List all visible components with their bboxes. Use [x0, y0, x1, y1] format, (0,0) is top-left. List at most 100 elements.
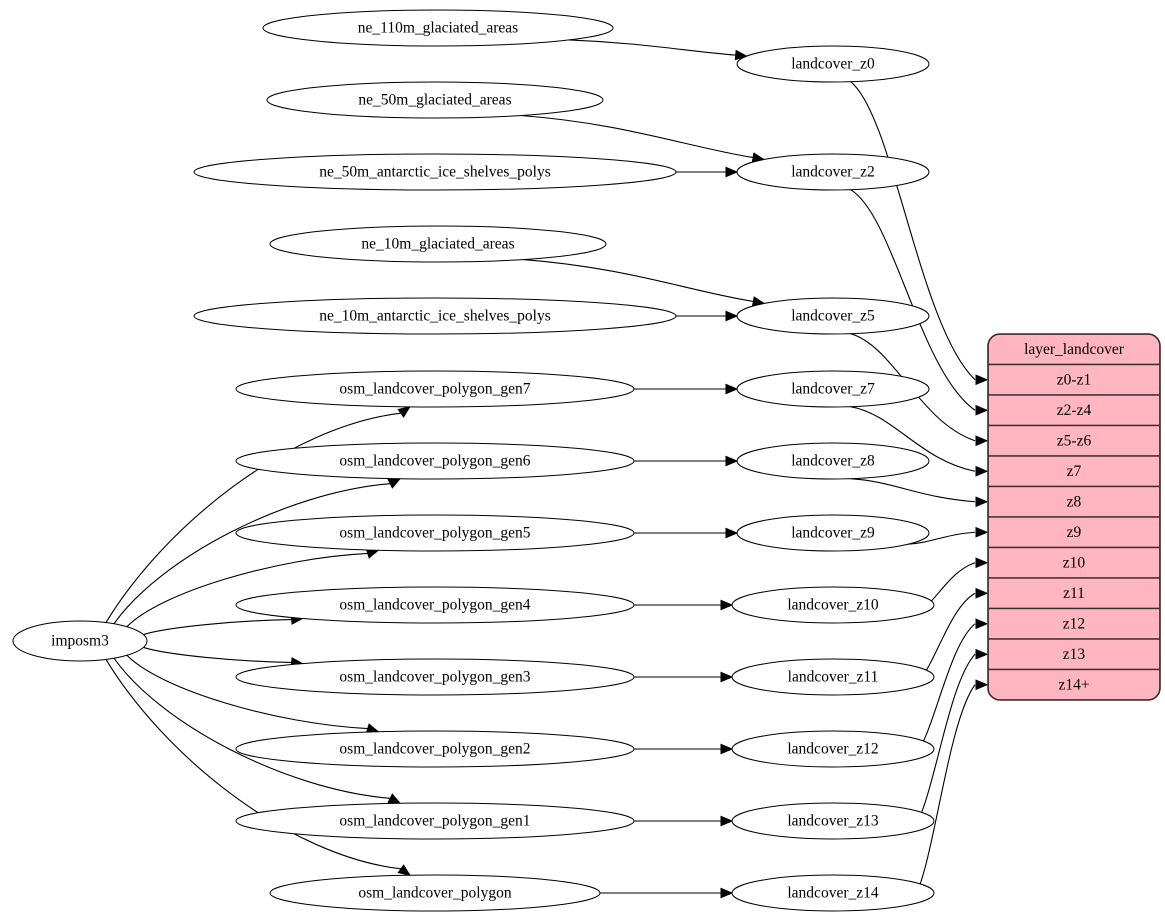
node-landcover-z0-shape	[736, 45, 930, 83]
edge-arrowhead	[720, 671, 734, 683]
table-row-z12[interactable]	[988, 607, 1160, 640]
edge-arrowhead	[975, 618, 989, 630]
node-ne-110m-glaciated-areas-label: ne_110m_glaciated_areas	[358, 20, 518, 37]
node-landcover-z2-label: landcover_z2	[791, 164, 875, 181]
table-row-label-z14+: z14+	[1058, 676, 1089, 693]
node-ne-50m-antarctic-ice-shelves-polys-shape	[193, 153, 677, 191]
table-row-z0-z1[interactable]	[988, 363, 1160, 396]
table-row-label-z11: z11	[1063, 585, 1085, 602]
edge-landcover-z2-to-z2-z4	[850, 189, 976, 411]
node-osm-landcover-polygon-gen6[interactable]: osm_landcover_polygon_gen6	[235, 442, 635, 480]
table-row-label-z8: z8	[1067, 493, 1082, 510]
edge-ne-50m-glaciated-areas-to-landcover-z2	[520, 114, 754, 159]
edge-landcover-z8-to-z8	[850, 478, 976, 503]
table-row-z2-z4[interactable]	[988, 394, 1160, 427]
table-row-label-z9: z9	[1067, 524, 1082, 541]
node-ne-110m-glaciated-areas[interactable]: ne_110m_glaciated_areas	[262, 9, 614, 47]
node-ne-10m-glaciated-areas-label: ne_10m_glaciated_areas	[361, 236, 514, 253]
node-landcover-z9[interactable]: landcover_z9	[736, 514, 930, 552]
node-landcover-z12-shape	[731, 730, 935, 768]
edge-imposm3-to-osm-landcover-polygon	[105, 659, 402, 870]
table-row-z8[interactable]	[988, 485, 1160, 518]
node-landcover-z7-label: landcover_z7	[791, 381, 875, 398]
node-osm-landcover-polygon-gen1[interactable]: osm_landcover_polygon_gen1	[235, 802, 635, 840]
node-osm-landcover-polygon-gen7[interactable]: osm_landcover_polygon_gen7	[235, 370, 635, 408]
table-rows-group: z0-z1z2-z4z5-z6z7z8z9z10z11z12z13z14+lay…	[988, 334, 1160, 700]
node-landcover-z5[interactable]: landcover_z5	[736, 297, 930, 335]
node-osm-landcover-polygon-gen6-label: osm_landcover_polygon_gen6	[339, 453, 530, 470]
node-landcover-z5-shape	[736, 297, 930, 335]
node-landcover-z11[interactable]: landcover_z11	[731, 658, 935, 696]
nodes-layer: imposm3 ne_110m_glaciated_areas ne_50m_gla…	[12, 9, 935, 912]
node-landcover-z11-shape	[731, 658, 935, 696]
node-osm-landcover-polygon[interactable]: osm_landcover_polygon	[269, 874, 601, 912]
edge-landcover-z7-to-z7	[850, 406, 976, 472]
edge-landcover-z0-to-z0-z1	[850, 81, 976, 381]
node-ne-50m-glaciated-areas[interactable]: ne_50m_glaciated_areas	[266, 81, 604, 119]
edge-arrowhead	[720, 887, 734, 899]
edge-ne-10m-glaciated-areas-to-landcover-z5	[523, 258, 754, 303]
node-landcover-z8-shape	[736, 442, 930, 480]
node-osm-landcover-polygon-gen2[interactable]: osm_landcover_polygon_gen2	[235, 730, 635, 768]
edge-arrowhead	[720, 599, 734, 611]
edge-arrowhead	[387, 793, 402, 804]
node-osm-landcover-polygon-gen3-label: osm_landcover_polygon_gen3	[339, 669, 530, 686]
edge-arrowhead	[975, 648, 989, 660]
edge-arrowhead	[397, 406, 411, 418]
edge-imposm3-to-osm-landcover-polygon-gen1	[113, 657, 391, 799]
table-header-label: layer_landcover	[1024, 341, 1125, 358]
table-outline	[987, 333, 1161, 701]
node-landcover-z2[interactable]: landcover_z2	[736, 153, 930, 191]
node-landcover-z14[interactable]: landcover_z14	[731, 874, 935, 912]
node-osm-landcover-polygon-gen1-shape	[235, 802, 635, 840]
node-ne-50m-antarctic-ice-shelves-polys[interactable]: ne_50m_antarctic_ice_shelves_polys	[193, 153, 677, 191]
edge-arrowhead	[975, 587, 989, 599]
node-ne-50m-antarctic-ice-shelves-polys-label: ne_50m_antarctic_ice_shelves_polys	[319, 164, 551, 181]
node-osm-landcover-polygon-gen1-label: osm_landcover_polygon_gen1	[339, 813, 530, 830]
edge-arrowhead	[975, 526, 989, 538]
table-row-z14+[interactable]	[988, 668, 1160, 701]
node-landcover-z13[interactable]: landcover_z13	[731, 802, 935, 840]
node-ne-10m-glaciated-areas[interactable]: ne_10m_glaciated_areas	[269, 225, 607, 263]
node-osm-landcover-polygon-gen5[interactable]: osm_landcover_polygon_gen5	[235, 514, 635, 552]
node-landcover-z13-label: landcover_z13	[787, 813, 878, 830]
edge-arrowhead	[720, 815, 734, 827]
node-landcover-z10[interactable]: landcover_z10	[731, 586, 935, 624]
node-ne-50m-glaciated-areas-label: ne_50m_glaciated_areas	[358, 92, 511, 109]
edge-landcover-z14-to-z14-	[909, 684, 976, 905]
edge-arrowhead	[387, 478, 402, 489]
node-osm-landcover-polygon-gen3[interactable]: osm_landcover_polygon_gen3	[235, 658, 635, 696]
node-ne-50m-glaciated-areas-shape	[266, 81, 604, 119]
node-landcover-z8[interactable]: landcover_z8	[736, 442, 930, 480]
node-ne-110m-glaciated-areas-shape	[262, 9, 614, 47]
node-osm-landcover-polygon-gen3-shape	[235, 658, 635, 696]
node-osm-landcover-polygon-gen7-shape	[235, 370, 635, 408]
edge-arrowhead	[725, 455, 739, 467]
node-landcover-z13-shape	[731, 802, 935, 840]
table-row-label-z0-z1: z0-z1	[1057, 371, 1091, 388]
node-ne-10m-antarctic-ice-shelves-polys-label: ne_10m_antarctic_ice_shelves_polys	[319, 308, 551, 325]
node-osm-landcover-polygon-label: osm_landcover_polygon	[358, 885, 512, 902]
edge-imposm3-to-osm-landcover-polygon-gen6	[113, 483, 391, 625]
node-landcover-z10-shape	[731, 586, 935, 624]
table-row-z10[interactable]	[988, 546, 1160, 579]
node-osm-landcover-polygon-gen4[interactable]: osm_landcover_polygon_gen4	[235, 586, 635, 624]
node-osm-landcover-polygon-gen2-label: osm_landcover_polygon_gen2	[339, 741, 530, 758]
node-landcover-z0[interactable]: landcover_z0	[736, 45, 930, 83]
edge-arrowhead	[725, 310, 739, 322]
node-landcover-z14-shape	[731, 874, 935, 912]
node-ne-10m-antarctic-ice-shelves-polys[interactable]: ne_10m_antarctic_ice_shelves_polys	[193, 297, 677, 335]
layer-landcover-table: z0-z1z2-z4z5-z6z7z8z9z10z11z12z13z14+lay…	[987, 333, 1161, 701]
edge-arrowhead	[975, 465, 989, 477]
edge-arrowhead	[975, 404, 989, 416]
node-landcover-z9-shape	[736, 514, 930, 552]
edge-ne-110m-glaciated-areas-to-landcover-z0	[568, 39, 736, 56]
edge-imposm3-to-osm-landcover-polygon-gen5	[126, 552, 368, 628]
node-landcover-z9-label: landcover_z9	[791, 525, 875, 542]
node-landcover-z7[interactable]: landcover_z7	[736, 370, 930, 408]
node-imposm3[interactable]: imposm3	[12, 620, 148, 662]
node-imposm3-shape	[12, 620, 148, 662]
node-landcover-z12[interactable]: landcover_z12	[731, 730, 935, 768]
edge-landcover-z9-to-z9	[907, 531, 976, 545]
node-landcover-z14-label: landcover_z14	[787, 885, 878, 902]
